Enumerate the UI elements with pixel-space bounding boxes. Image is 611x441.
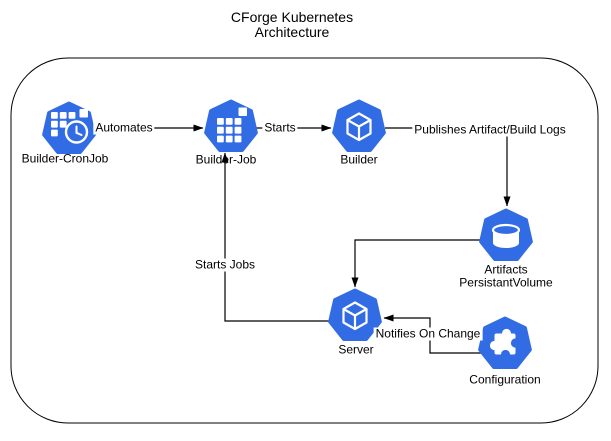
- page-title: CForge Kubernetes Architecture: [231, 10, 353, 40]
- edge-label-publishes: Publishes Artifact/Build Logs: [412, 122, 568, 137]
- edge-label-automates: Automates: [93, 120, 155, 135]
- node-label-persistantvolume: PersistantVolume: [459, 275, 553, 290]
- edge-publishes: [385, 127, 511, 207]
- k8s-cronjob-icon: [42, 101, 96, 154]
- k8s-configmap-icon: [478, 316, 532, 369]
- node-label-builder: Builder: [340, 152, 378, 167]
- node-label-configuration: Configuration: [469, 372, 541, 387]
- k8s-persistent-volume-icon: [479, 208, 533, 261]
- edge-pv-to-server: [351, 239, 480, 288]
- edge-starts-jobs: [221, 152, 329, 322]
- node-label-builder-cronjob: Builder-CronJob: [21, 151, 109, 166]
- system-boundary: [10, 57, 599, 424]
- edge-label-starts: Starts: [262, 120, 298, 135]
- page-title-line2: Architecture: [254, 24, 330, 40]
- node-label-builder-job: Builder-Job: [195, 152, 257, 167]
- k8s-pod-icon: [332, 99, 386, 152]
- edge-label-notifies-on-change: Notifies On Change: [373, 326, 483, 341]
- edge-label-starts-jobs: Starts Jobs: [192, 257, 258, 272]
- node-label-server: Server: [338, 342, 374, 357]
- node-label-artifacts: Artifacts: [484, 262, 528, 277]
- page-title-line1: CForge Kubernetes: [230, 9, 354, 25]
- k8s-job-icon: [204, 99, 258, 152]
- k8s-pod-icon-server: [328, 288, 382, 341]
